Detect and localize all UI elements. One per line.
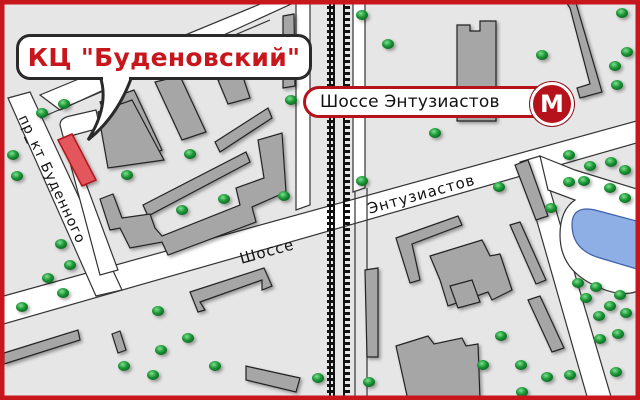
lake: [571, 208, 640, 271]
callout-joint: [103, 74, 129, 80]
trees: [7, 8, 633, 397]
venue-callout[interactable]: КЦ "Буденовский": [16, 34, 312, 80]
railway: [327, 0, 350, 400]
buildings: [3, 0, 603, 400]
target-building[interactable]: [56, 133, 98, 187]
venue-title: КЦ "Буденовский": [27, 42, 301, 72]
metro-station-name: Шоссе Энтузиастов: [320, 92, 500, 112]
metro-m-icon: М: [530, 82, 574, 126]
highway-road: [0, 119, 640, 326]
callout-pointer: [86, 74, 135, 142]
metro-station-label[interactable]: Шоссе Энтузиастов: [303, 86, 561, 118]
